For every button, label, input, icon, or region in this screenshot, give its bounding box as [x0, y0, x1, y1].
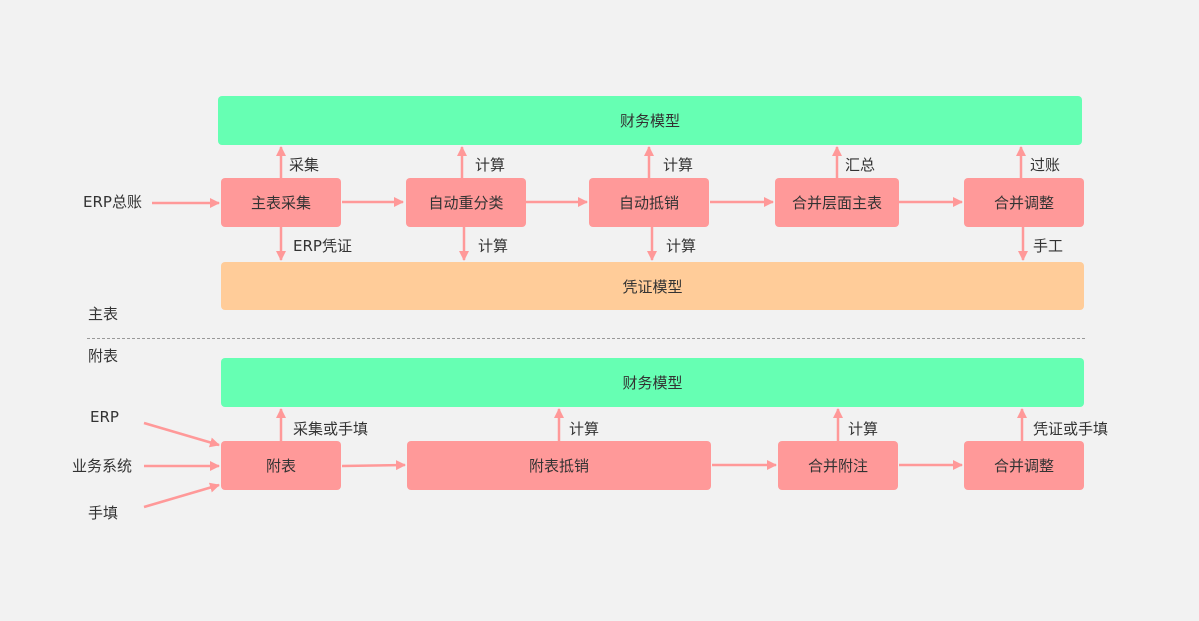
up-label-2: 计算	[475, 156, 506, 174]
step-merge-main: 合并层面主表	[775, 178, 899, 227]
section-label-main: 主表	[88, 305, 119, 323]
down-label-1: ERP凭证	[293, 237, 352, 255]
appendix-finance-model: 财务模型	[221, 358, 1084, 407]
section-divider	[87, 338, 1085, 339]
input-erp: ERP	[90, 408, 119, 426]
step-merge-notes: 合并附注	[778, 441, 898, 490]
input-manual-entry: 手填	[88, 504, 119, 522]
arrow-appendix-to-offset	[341, 460, 406, 471]
app-up-label-3: 计算	[848, 420, 879, 438]
up-label-5: 过账	[1030, 156, 1061, 174]
up-label-1: 采集	[289, 156, 320, 174]
step-auto-offset: 自动抵销	[589, 178, 709, 227]
section-label-appendix: 附表	[88, 347, 119, 365]
step-main-collect: 主表采集	[221, 178, 341, 227]
arrow-erp-to-appendix	[143, 421, 220, 448]
down-label-3: 计算	[666, 237, 697, 255]
step-appendix-offset: 附表抵销	[407, 441, 711, 490]
main-finance-model: 财务模型	[218, 96, 1082, 145]
arrow-manual-to-appendix	[143, 482, 220, 509]
voucher-model: 凭证模型	[221, 262, 1084, 310]
app-up-label-4: 凭证或手填	[1033, 420, 1109, 438]
up-label-3: 计算	[663, 156, 694, 174]
step-appendix: 附表	[221, 441, 341, 490]
input-business-system: 业务系统	[72, 457, 133, 475]
app-up-label-2: 计算	[569, 420, 600, 438]
app-up-label-1: 采集或手填	[293, 420, 369, 438]
step-appendix-merge-adjust: 合并调整	[964, 441, 1084, 490]
step-auto-reclassify: 自动重分类	[406, 178, 526, 227]
input-erp-ledger: ERP总账	[83, 193, 142, 211]
down-label-2: 计算	[478, 237, 509, 255]
up-label-4: 汇总	[845, 156, 876, 174]
down-label-4: 手工	[1033, 237, 1064, 255]
step-merge-adjust: 合并调整	[964, 178, 1084, 227]
